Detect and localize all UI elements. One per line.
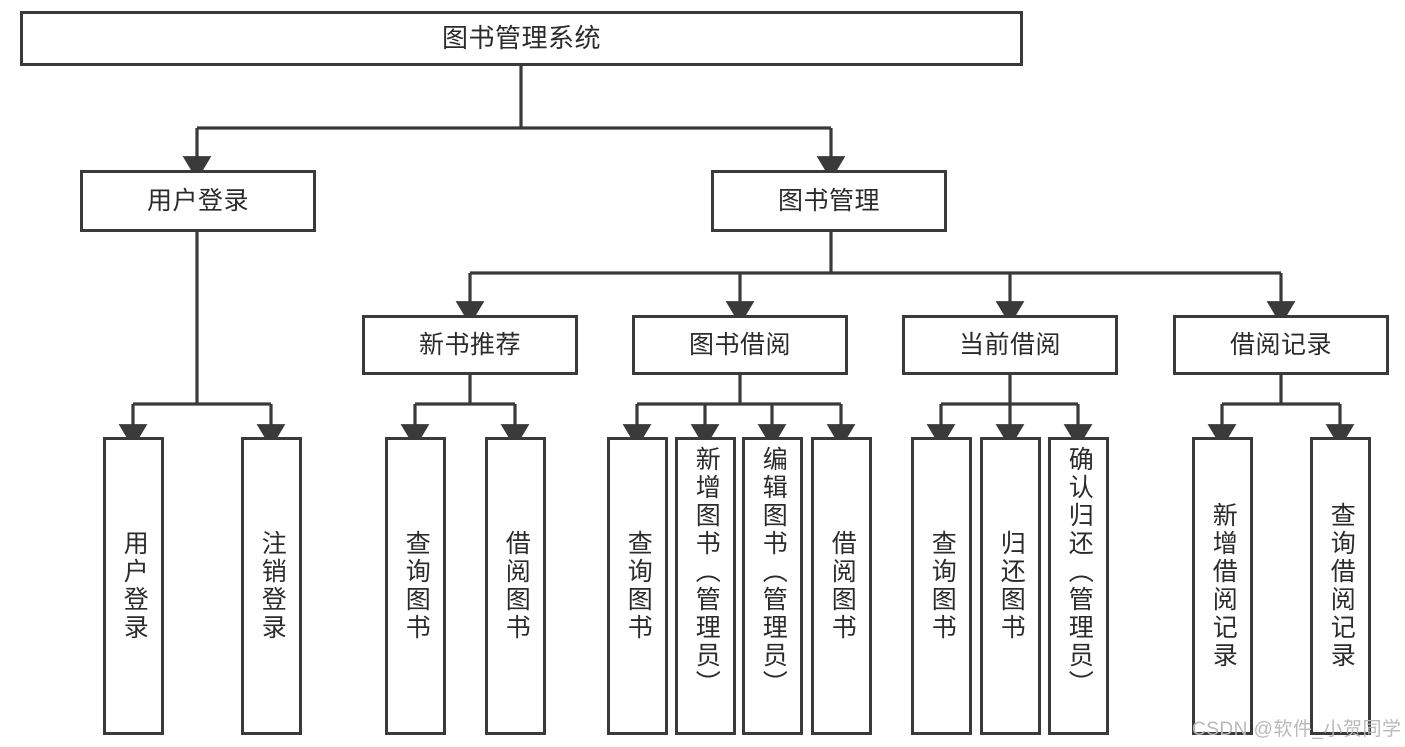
node-label: 归还图书 xyxy=(997,530,1026,642)
leaf-add-borrow-record[interactable]: 新增借阅记录 xyxy=(1192,437,1253,735)
node-label: 查询图书 xyxy=(624,530,653,642)
node-label: 图书管理 xyxy=(777,187,880,215)
node-label: 新增图书（管理员） xyxy=(692,446,721,698)
node-new-book-recommend[interactable]: 新书推荐 xyxy=(362,315,578,375)
node-book-management[interactable]: 图书管理 xyxy=(711,170,947,232)
node-label: 借阅图书 xyxy=(828,530,857,642)
node-label: 图书借阅 xyxy=(688,331,791,359)
leaf-logout[interactable]: 注销登录 xyxy=(241,437,302,735)
node-label: 查询图书 xyxy=(402,530,431,642)
leaf-edit-book-admin[interactable]: 编辑图书（管理员） xyxy=(742,437,803,735)
node-label: 编辑图书（管理员） xyxy=(759,446,788,698)
leaf-query-book-recommend[interactable]: 查询图书 xyxy=(385,437,446,735)
leaf-add-book-admin[interactable]: 新增图书（管理员） xyxy=(675,437,736,735)
node-label: 用户登录 xyxy=(146,187,249,215)
node-label: 查询图书 xyxy=(928,530,957,642)
leaf-query-book-borrow[interactable]: 查询图书 xyxy=(607,437,668,735)
node-borrow-record[interactable]: 借阅记录 xyxy=(1173,315,1389,375)
leaf-user-login[interactable]: 用户登录 xyxy=(103,437,164,735)
node-label: 新增借阅记录 xyxy=(1209,502,1238,670)
node-book-borrow[interactable]: 图书借阅 xyxy=(632,315,848,375)
node-root-book-management-system[interactable]: 图书管理系统 xyxy=(20,11,1023,66)
node-label: 新书推荐 xyxy=(418,331,521,359)
leaf-return-book[interactable]: 归还图书 xyxy=(980,437,1041,735)
node-label: 注销登录 xyxy=(258,530,287,642)
leaf-query-book-current[interactable]: 查询图书 xyxy=(911,437,972,735)
node-user-login[interactable]: 用户登录 xyxy=(80,170,316,232)
node-label: 当前借阅 xyxy=(958,331,1061,359)
node-label: 借阅记录 xyxy=(1229,331,1332,359)
node-label: 确认归还（管理员） xyxy=(1065,446,1094,698)
node-label: 借阅图书 xyxy=(502,530,531,642)
node-label: 用户登录 xyxy=(120,530,149,642)
leaf-borrow-book[interactable]: 借阅图书 xyxy=(811,437,872,735)
node-current-borrow[interactable]: 当前借阅 xyxy=(902,315,1118,375)
node-label: 图书管理系统 xyxy=(441,22,601,53)
leaf-borrow-book-recommend[interactable]: 借阅图书 xyxy=(485,437,546,735)
leaf-confirm-return-admin[interactable]: 确认归还（管理员） xyxy=(1048,437,1109,735)
node-label: 查询借阅记录 xyxy=(1327,502,1356,670)
watermark-csdn: CSDN @软件_小贺同学 xyxy=(1192,719,1402,740)
leaf-query-borrow-record[interactable]: 查询借阅记录 xyxy=(1310,437,1371,735)
